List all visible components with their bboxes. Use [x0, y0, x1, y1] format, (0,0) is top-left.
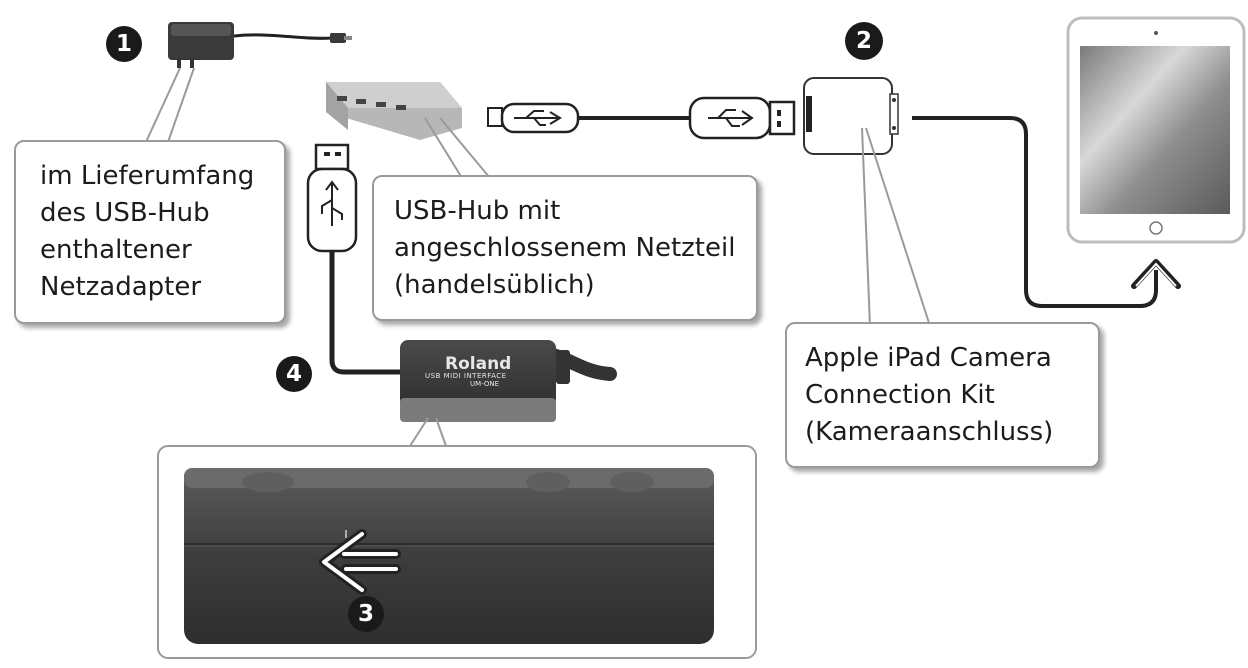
- midi-interface-icon: [400, 340, 617, 422]
- roland-logo: Roland: [445, 354, 512, 374]
- callout-line: des USB-Hub: [40, 198, 210, 228]
- callout-line: USB-Hub mit: [394, 196, 561, 226]
- device-model-line: USB MIDI INTERFACE: [425, 372, 507, 380]
- usb-plug-icon: [688, 96, 796, 140]
- callout-line: (Kameraanschluss): [805, 417, 1054, 447]
- detail-pointer-2: [435, 417, 447, 447]
- hub-pointer: [424, 117, 463, 179]
- adapter-pointer-2: [167, 67, 195, 143]
- usb-plug-icon: [306, 143, 358, 253]
- camera-kit-callout: Apple iPad Camera Connection Kit (Kamera…: [785, 322, 1100, 468]
- step-badge-2: 2: [845, 22, 883, 60]
- usb-plug-icon: [487, 102, 580, 134]
- detail-panel: [157, 445, 757, 659]
- arrow-left-icon: [319, 529, 401, 595]
- step-badge-4: 4: [276, 356, 312, 392]
- device-model-name: UM-ONE: [470, 380, 500, 388]
- callout-line: Connection Kit: [805, 380, 995, 410]
- callout-line: Apple iPad Camera: [805, 343, 1052, 373]
- midi-usb-cable: [329, 251, 400, 375]
- callout-line: enthaltener: [40, 235, 192, 265]
- hub-pointer-2: [439, 117, 491, 179]
- callout-line: (handelsüblich): [394, 270, 595, 300]
- power-adapter-icon: [168, 22, 352, 68]
- usb-hub-callout: USB-Hub mit angeschlossenem Netzteil (ha…: [372, 175, 758, 321]
- callout-line: Netzadapter: [40, 272, 202, 302]
- step-badge-1: 1: [106, 26, 142, 62]
- arrow-up-icon: [1131, 259, 1181, 289]
- kit-pointer: [861, 127, 871, 327]
- callout-line: angeschlossenem Netzteil: [394, 233, 736, 263]
- kit-pointer-2: [865, 127, 931, 327]
- usb-hub-icon: [326, 82, 462, 140]
- ipad-icon: [1066, 16, 1246, 244]
- adapter-callout: im Lieferumfang des USB-Hub enthaltener …: [14, 140, 286, 324]
- adapter-pointer: [145, 67, 181, 143]
- ipad-cable: [912, 116, 1158, 308]
- callout-line: im Lieferumfang: [40, 161, 255, 191]
- step-badge-3: 3: [348, 596, 384, 632]
- detail-pointer: [409, 417, 429, 447]
- camera-connection-kit-icon: [803, 77, 899, 155]
